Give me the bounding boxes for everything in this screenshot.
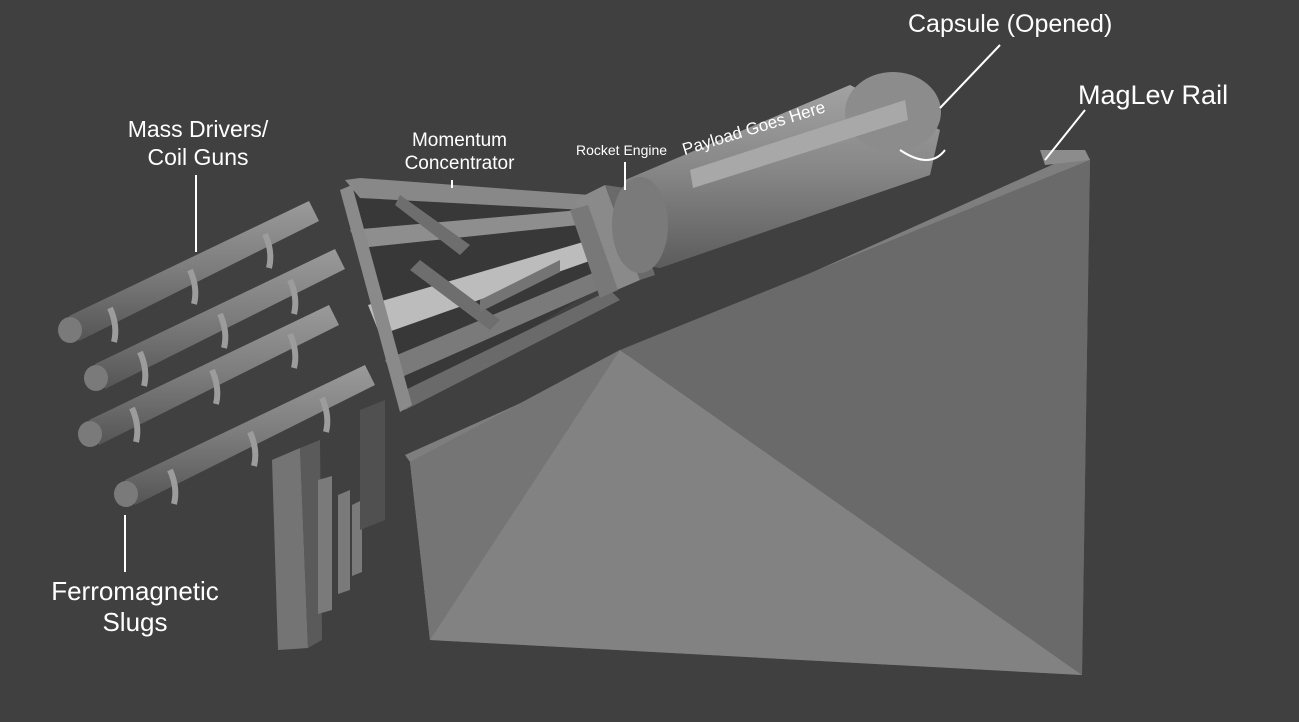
- mass-driver-tubes: [58, 201, 375, 507]
- maglev-ramp: [405, 150, 1090, 675]
- maglev-rail-label: MagLev Rail: [1078, 80, 1229, 110]
- mass-drivers-label: Mass Drivers/ Coil Guns: [118, 116, 278, 171]
- mass-drivers-label-line1: Mass Drivers/: [127, 116, 269, 142]
- mass-drivers-label-line2: Coil Guns: [147, 143, 249, 170]
- ferro-label-line2: Slugs: [102, 607, 168, 638]
- capsule: [612, 72, 946, 273]
- ferromagnetic-slugs-label: Ferromagnetic Slugs: [30, 576, 240, 638]
- capsule-label: Capsule (Opened): [908, 10, 1113, 38]
- momentum-concentrator: [340, 178, 620, 412]
- support-columns: [272, 400, 385, 650]
- rocket-engine-label: Rocket Engine: [576, 142, 668, 158]
- leader-lines: [124, 44, 1086, 572]
- momentum-label-line2: Concentrator: [404, 152, 515, 174]
- ferro-label-line1: Ferromagnetic: [51, 576, 219, 606]
- momentum-concentrator-label: Momentum Concentrator: [392, 130, 527, 176]
- momentum-label-line1: Momentum: [411, 130, 508, 151]
